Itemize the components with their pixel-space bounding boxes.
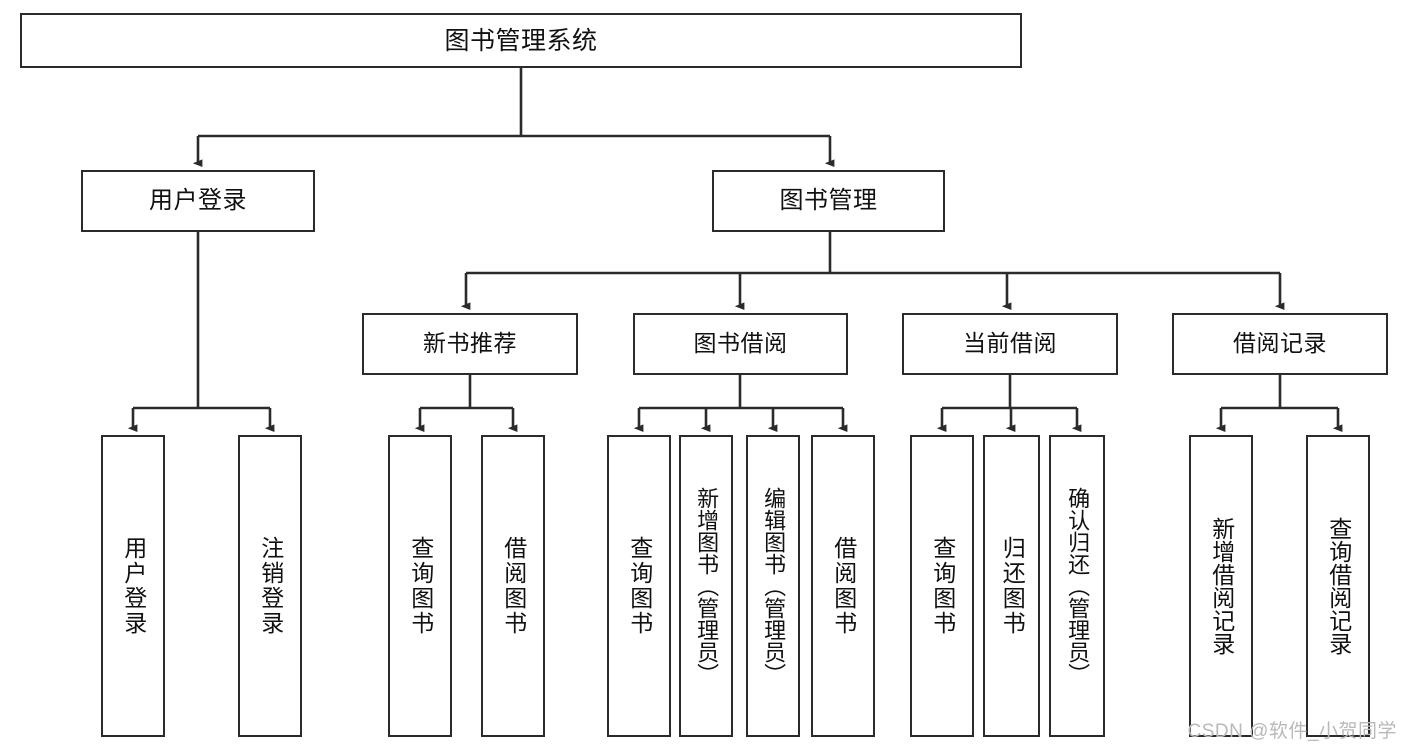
node-new-book-recommend-label: 新书推荐 [423, 330, 517, 357]
leaf-add-book[interactable]: 新增图书（管理员） [679, 435, 733, 737]
leaf-logout-label: 注销登录 [257, 536, 284, 636]
leaf-borrow-book-1[interactable]: 借阅图书 [481, 435, 545, 737]
node-root[interactable]: 图书管理系统 [20, 13, 1022, 68]
leaf-user-login[interactable]: 用户登录 [101, 435, 165, 737]
leaf-return-book[interactable]: 归还图书 [983, 435, 1040, 737]
leaf-edit-book-label: 编辑图书（管理员） [761, 487, 787, 685]
leaf-add-record[interactable]: 新增借阅记录 [1189, 435, 1253, 737]
leaf-logout[interactable]: 注销登录 [238, 435, 302, 737]
node-borrow-record[interactable]: 借阅记录 [1172, 313, 1388, 375]
node-book-borrow[interactable]: 图书借阅 [633, 313, 848, 375]
leaf-query-book-1-label: 查询图书 [407, 536, 434, 636]
node-current-borrow-label: 当前借阅 [963, 330, 1057, 357]
leaf-query-book-3[interactable]: 查询图书 [910, 435, 974, 737]
node-book-borrow-label: 图书借阅 [693, 330, 788, 357]
csdn-watermark: CSDN @软件_小贺同学 [1187, 721, 1397, 742]
node-book-manage[interactable]: 图书管理 [712, 170, 945, 232]
node-root-label: 图书管理系统 [444, 26, 598, 55]
node-borrow-record-label: 借阅记录 [1233, 330, 1327, 357]
node-book-manage-label: 图书管理 [779, 186, 878, 214]
leaf-confirm-return[interactable]: 确认归还（管理员） [1049, 435, 1105, 737]
leaf-borrow-book-2-label: 借阅图书 [830, 536, 857, 636]
leaf-borrow-book-2[interactable]: 借阅图书 [811, 435, 875, 737]
leaf-confirm-return-label: 确认归还（管理员） [1065, 487, 1091, 685]
leaf-edit-book[interactable]: 编辑图书（管理员） [746, 435, 800, 737]
node-user-login[interactable]: 用户登录 [81, 170, 315, 232]
leaf-query-book-1[interactable]: 查询图书 [388, 435, 452, 737]
node-current-borrow[interactable]: 当前借阅 [902, 313, 1118, 375]
leaf-query-book-3-label: 查询图书 [929, 536, 956, 636]
leaf-add-book-label: 新增图书（管理员） [694, 487, 720, 685]
leaf-add-record-label: 新增借阅记录 [1208, 517, 1235, 655]
leaf-query-record-label: 查询借阅记录 [1325, 517, 1352, 655]
leaf-query-book-2-label: 查询图书 [626, 536, 653, 636]
node-new-book-recommend[interactable]: 新书推荐 [362, 313, 578, 375]
leaf-query-record[interactable]: 查询借阅记录 [1306, 435, 1370, 737]
leaf-return-book-label: 归还图书 [999, 536, 1026, 636]
node-user-login-label: 用户登录 [149, 186, 247, 214]
leaf-borrow-book-1-label: 借阅图书 [500, 536, 527, 636]
leaf-user-login-label: 用户登录 [120, 536, 147, 636]
leaf-query-book-2[interactable]: 查询图书 [607, 435, 671, 737]
